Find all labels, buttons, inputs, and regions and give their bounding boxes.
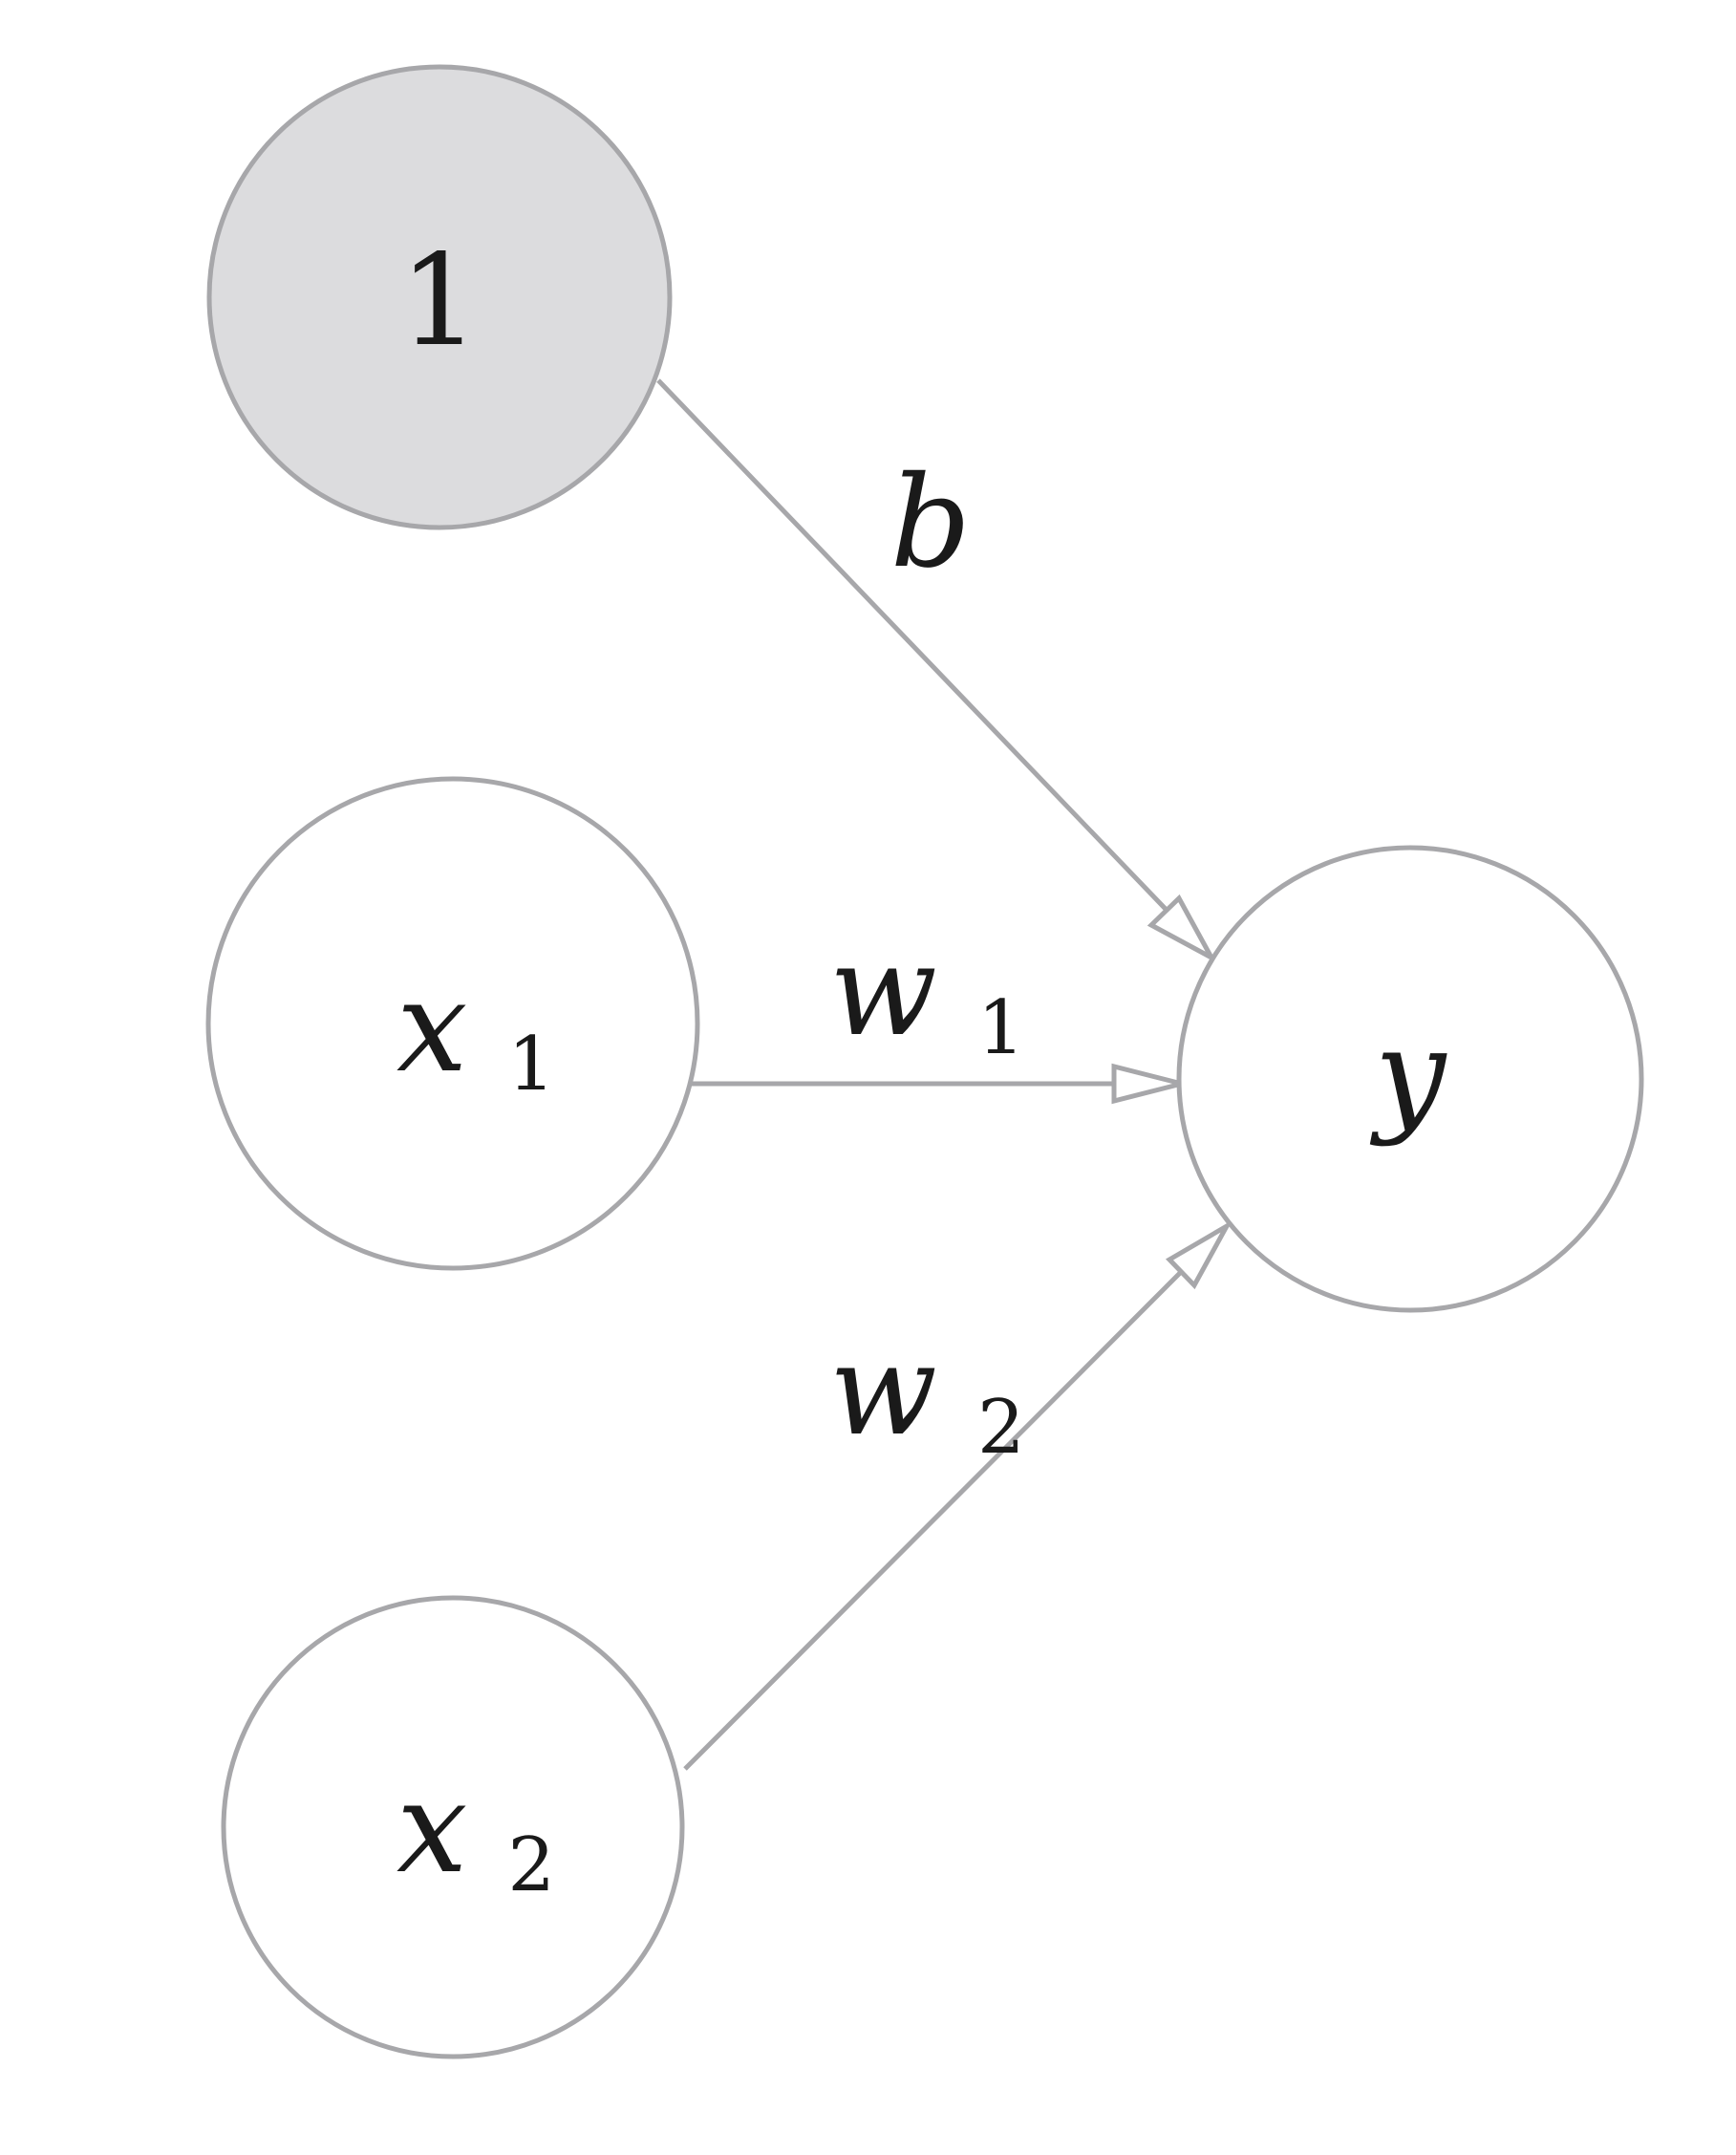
edge-bias-to-y: [656, 378, 1208, 953]
input-node-x2: [221, 1595, 685, 2059]
x1-node-label: x 1: [396, 954, 555, 1108]
x2-node-subscript: 2: [507, 1822, 555, 1908]
y-node-label: y: [1370, 1002, 1447, 1149]
edge-x2-to-y: [683, 1230, 1223, 1771]
w1-subscript: 1: [977, 985, 1025, 1071]
edge-label-b: b: [890, 449, 972, 596]
input-node-x1: [205, 776, 700, 1271]
x2-node-label: x 2: [396, 1755, 555, 1908]
w1-var: w: [829, 917, 937, 1065]
edge-label-w2: w 2: [829, 1317, 1025, 1471]
bias-node-label: 1: [399, 227, 480, 375]
bias-node: [206, 64, 673, 530]
w2-var: w: [829, 1317, 937, 1464]
output-node-y: [1176, 845, 1644, 1313]
x1-node-subscript: 1: [507, 1022, 555, 1108]
edge-label-w1: w 1: [829, 917, 1025, 1071]
arrowhead-x2: [1165, 1219, 1233, 1290]
x1-node-var: x: [396, 954, 467, 1101]
arrowhead-bias: [1147, 894, 1218, 964]
x2-node-var: x: [396, 1755, 467, 1902]
w2-subscript: 2: [977, 1385, 1025, 1471]
arrowhead-x1: [1111, 1063, 1183, 1105]
